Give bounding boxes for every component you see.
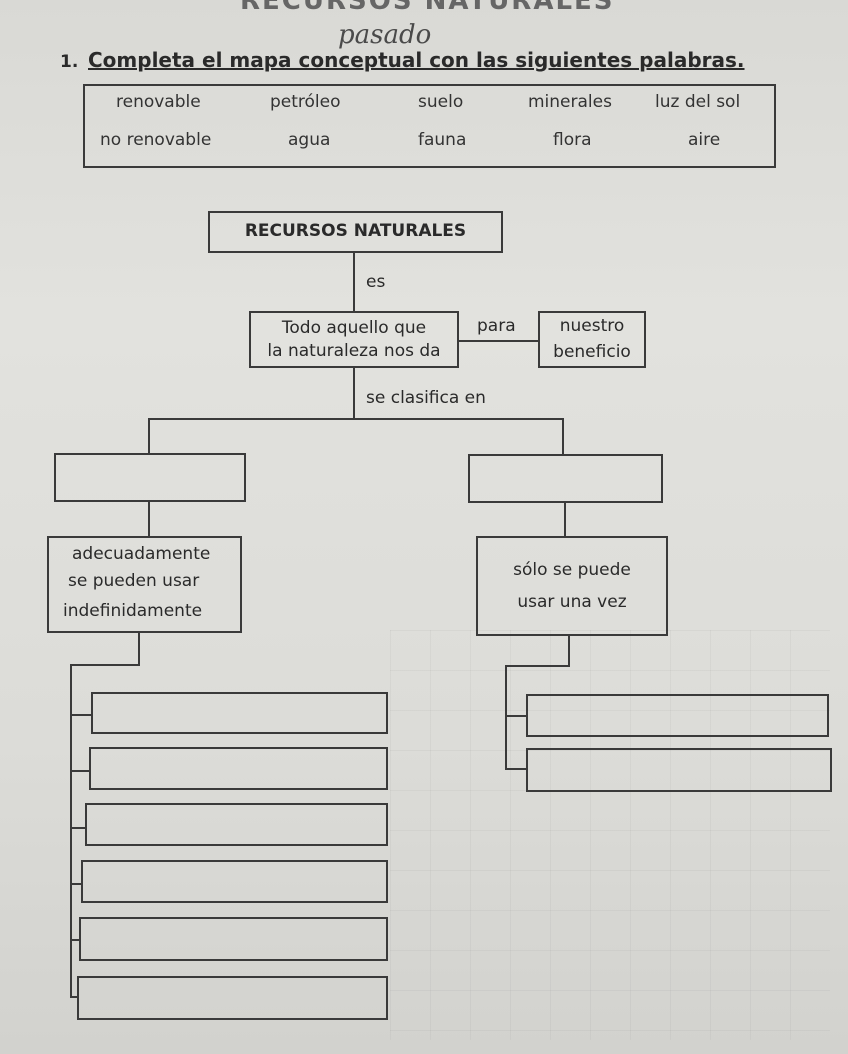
connector-line	[70, 714, 92, 716]
background-grid	[390, 630, 830, 1040]
connector-line	[564, 503, 566, 537]
word-fauna: fauna	[418, 130, 467, 150]
definition-box	[249, 311, 459, 368]
left-desc-line1: adecuadamente	[72, 544, 211, 564]
map-title-box	[208, 211, 503, 253]
purpose-line2: beneficio	[553, 342, 631, 362]
word-no-renovable: no renovable	[100, 130, 212, 150]
word-flora: flora	[553, 130, 592, 150]
right-answer-blank-2[interactable]	[526, 748, 832, 792]
connector-line	[70, 883, 82, 885]
left-category-blank[interactable]	[54, 453, 246, 502]
page-header-partial: RECURSOS NATURALES	[240, 0, 615, 16]
connector-line	[70, 939, 80, 941]
link-es: es	[366, 272, 386, 292]
instruction-text: Completa el mapa conceptual con las sigu…	[88, 48, 745, 72]
handwritten-note: pasado	[338, 20, 432, 50]
right-desc-line1: sólo se puede	[513, 560, 631, 580]
link-para: para	[477, 316, 516, 336]
connector-line	[70, 827, 86, 829]
instruction-number: 1.	[60, 52, 79, 72]
purpose-line1: nuestro	[559, 316, 625, 336]
map-title: RECURSOS NATURALES	[244, 221, 467, 241]
left-desc-line3: indefinidamente	[63, 601, 203, 621]
word-suelo: suelo	[418, 92, 464, 112]
connector-line	[505, 715, 527, 717]
connector-line	[353, 368, 355, 420]
connector-line	[505, 665, 570, 667]
word-petroleo: petróleo	[270, 92, 341, 112]
connector-line	[70, 664, 72, 997]
definition-line1: Todo aquello que	[281, 318, 427, 338]
right-category-blank[interactable]	[468, 454, 663, 503]
purpose-box	[538, 311, 646, 368]
right-answer-blank-1[interactable]	[526, 694, 829, 737]
connector-line	[70, 996, 78, 998]
left-answer-blank-2[interactable]	[89, 747, 388, 790]
connector-line	[148, 418, 150, 454]
right-description-box	[476, 536, 668, 636]
connector-line	[562, 418, 564, 454]
connector-line	[70, 664, 140, 666]
connector-line	[70, 770, 90, 772]
connector-line	[459, 340, 539, 342]
connector-line	[138, 633, 140, 665]
word-luz-del-sol: luz del sol	[655, 92, 741, 112]
left-answer-blank-6[interactable]	[77, 976, 388, 1020]
left-answer-blank-4[interactable]	[81, 860, 388, 903]
word-aire: aire	[688, 130, 721, 150]
left-description-box	[47, 536, 242, 633]
word-renovable: renovable	[116, 92, 201, 112]
definition-line2: la naturaleza nos da	[267, 341, 441, 361]
left-answer-blank-3[interactable]	[85, 803, 388, 846]
left-desc-line2: se pueden usar	[68, 571, 200, 591]
connector-line	[148, 418, 564, 420]
connector-line	[353, 253, 355, 313]
link-clasifica: se clasifica en	[366, 388, 486, 408]
connector-line	[148, 502, 150, 537]
word-minerales: minerales	[528, 92, 612, 112]
connector-line	[505, 768, 527, 770]
connector-line	[505, 665, 507, 769]
left-answer-blank-5[interactable]	[79, 917, 388, 961]
left-answer-blank-1[interactable]	[91, 692, 388, 734]
right-desc-line2: usar una vez	[517, 592, 627, 612]
word-bank	[83, 84, 776, 168]
word-agua: agua	[288, 130, 331, 150]
connector-line	[568, 636, 570, 666]
